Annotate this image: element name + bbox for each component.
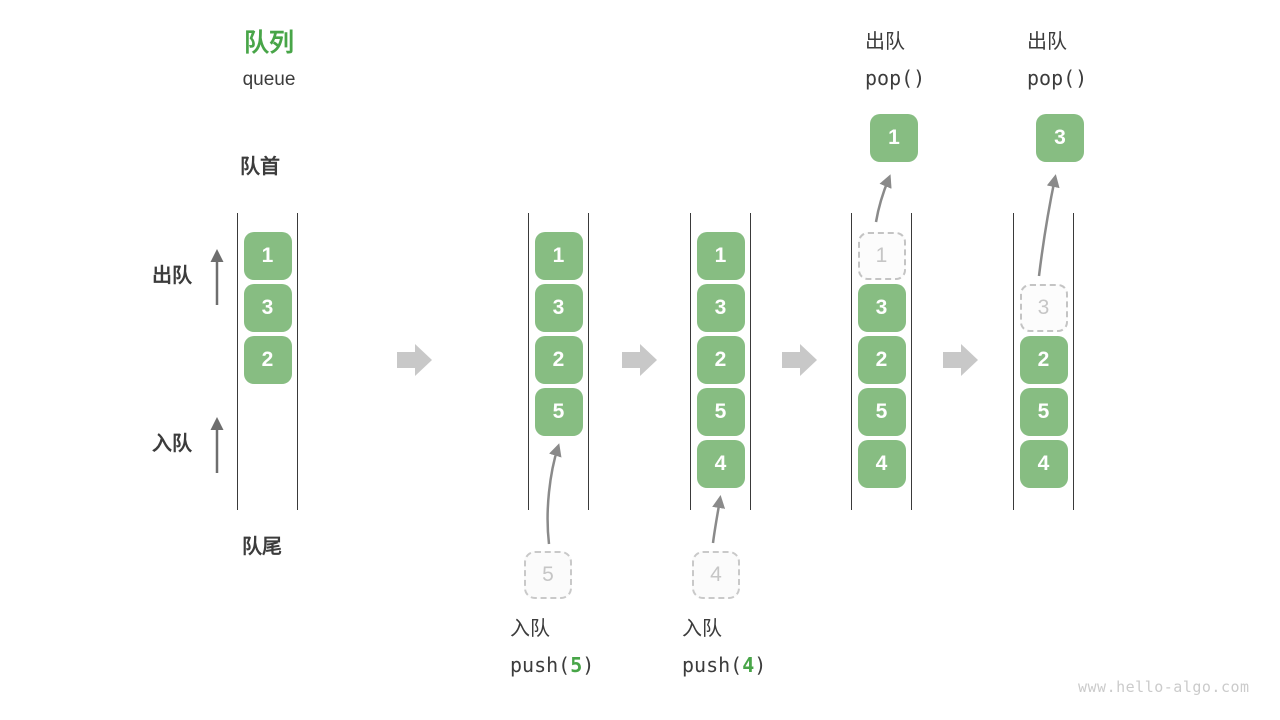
staged-item-2: 4	[692, 551, 740, 599]
queue-item: 1	[243, 232, 292, 280]
queue-column-4	[851, 213, 912, 510]
pop-op-1-code: pop()	[865, 66, 926, 90]
queue-item: 2	[534, 336, 583, 384]
queue-column-1	[237, 213, 298, 510]
queue-item: 3	[696, 284, 745, 332]
queue-item: 3	[857, 284, 906, 332]
push-op-1-label: 入队	[510, 618, 550, 640]
popped-item-2: 3	[1036, 114, 1084, 162]
queue-item: 5	[534, 388, 583, 436]
queue-item-ghost: 1	[857, 232, 906, 280]
queue-item: 3	[534, 284, 583, 332]
queue-item: 3	[243, 284, 292, 332]
queue-item: 4	[857, 440, 906, 488]
push-op-1-code: push(5)	[510, 653, 595, 677]
queue-item: 5	[857, 388, 906, 436]
title-zh: 队列	[243, 29, 294, 57]
popped-item-1: 1	[870, 114, 918, 162]
queue-item: 2	[696, 336, 745, 384]
queue-item: 4	[696, 440, 745, 488]
pop-op-2-code: pop()	[1027, 66, 1088, 90]
label-queue-rear: 队尾	[242, 536, 282, 558]
queue-item: 5	[1019, 388, 1068, 436]
queue-item: 5	[696, 388, 745, 436]
title-en: queue	[242, 69, 296, 90]
watermark: www.hello-algo.com	[1078, 678, 1250, 696]
queue-item: 2	[857, 336, 906, 384]
label-enqueue-side: 入队	[152, 433, 192, 455]
pop-op-2: 出队 pop()	[1027, 31, 1087, 90]
queue-item: 2	[243, 336, 292, 384]
push-op-2: 入队 push(4)	[682, 618, 766, 677]
queue-item: 4	[1019, 440, 1068, 488]
diagram-title: 队列 queue	[230, 28, 308, 91]
staged-item-1: 5	[524, 551, 572, 599]
queue-item: 1	[534, 232, 583, 280]
queue-column-3	[690, 213, 751, 510]
queue-item: 1	[696, 232, 745, 280]
label-dequeue-side: 出队	[152, 265, 192, 287]
queue-column-2	[528, 213, 589, 510]
queue-item-ghost: 3	[1019, 284, 1068, 332]
push-op-2-label: 入队	[682, 618, 722, 640]
pop-op-1-label: 出队	[865, 31, 905, 53]
push-op-1: 入队 push(5)	[510, 618, 594, 677]
queue-item: 2	[1019, 336, 1068, 384]
queue-column-5	[1013, 213, 1074, 510]
pop-op-2-label: 出队	[1027, 31, 1067, 53]
push-op-2-code: push(4)	[682, 653, 767, 677]
label-queue-front: 队首	[240, 156, 280, 178]
pop-op-1: 出队 pop()	[865, 31, 925, 90]
